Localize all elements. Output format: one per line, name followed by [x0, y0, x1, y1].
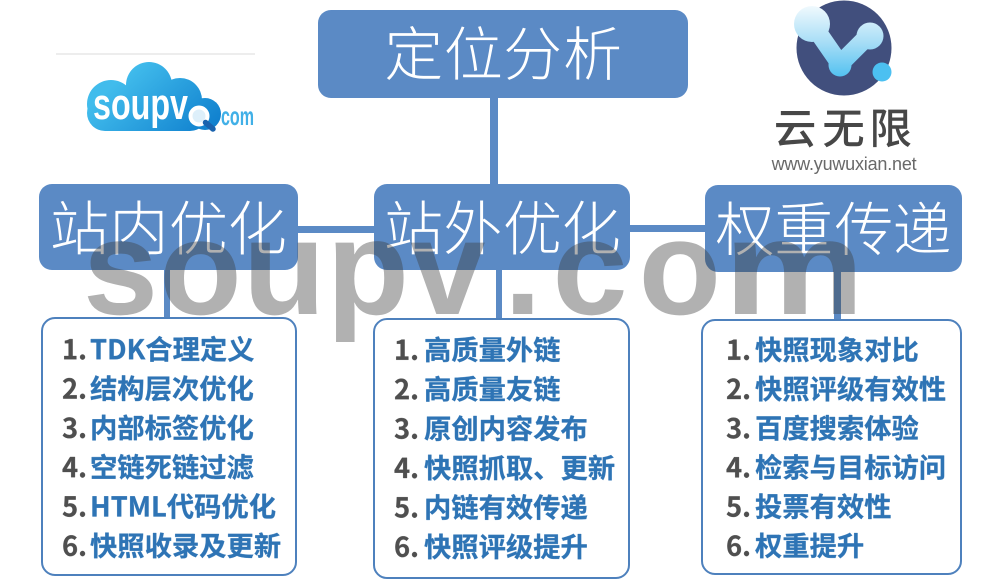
svg-text:com: com [221, 101, 254, 131]
svg-text:soupv: soupv [93, 80, 188, 129]
